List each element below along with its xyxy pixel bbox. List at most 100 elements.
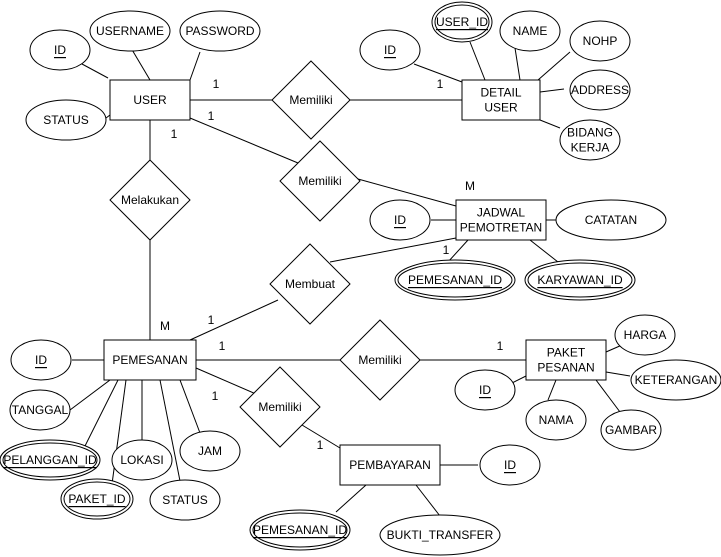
svg-text:PEMBAYARAN: PEMBAYARAN (349, 458, 431, 472)
attribute-user-id[interactable]: ID (29, 29, 91, 71)
label-line: USERNAME (96, 24, 164, 38)
cardinality-pemesanan-paket: 1 (219, 339, 226, 353)
attribute-paket-keterangan[interactable]: KETERANGAN (630, 359, 721, 401)
attribute-jadwal-id[interactable]: ID (369, 199, 431, 241)
svg-text:KARYAWAN_ID: KARYAWAN_ID (537, 273, 623, 287)
svg-text:Memiliki: Memiliki (289, 93, 332, 107)
cardinality-pemesanan-jadwal: 1 (208, 313, 215, 327)
relationship-memiliki-pembayaran[interactable]: Memiliki (239, 366, 321, 448)
attribute-jadwal-catatan[interactable]: CATATAN (555, 199, 667, 241)
entity-pembayaran[interactable]: PEMBAYARAN (339, 444, 441, 486)
label-line: USER (133, 93, 167, 107)
attribute-paket-harga[interactable]: HARGA (614, 314, 676, 356)
cardinality-paket-pemesanan: 1 (497, 339, 504, 353)
svg-text:ID: ID (384, 43, 396, 57)
label-line: BIDANG (567, 126, 613, 140)
svg-text:USER: USER (133, 93, 167, 107)
attribute-pembayaran-pemesanan-id[interactable]: PEMESANAN_ID (249, 509, 351, 551)
attribute-user-password[interactable]: PASSWORD (179, 10, 261, 52)
svg-text:ID: ID (394, 213, 406, 227)
label-line: ADDRESS (571, 83, 629, 97)
svg-text:TANGGAL: TANGGAL (12, 403, 69, 417)
svg-text:GAMBAR: GAMBAR (605, 423, 657, 437)
connector-lines (69, 41, 631, 517)
attribute-paket-gambar[interactable]: GAMBAR (600, 409, 662, 451)
attribute-pembayaran-bukti-transfer[interactable]: BUKTI_TRANSFER (379, 514, 501, 556)
entity-user[interactable]: USER (109, 79, 191, 121)
label-line: NAMA (539, 413, 574, 427)
label-line: NOHP (583, 34, 618, 48)
cardinality-labels: 1 1 1 1 M 1 1 M 1 1 1 1 (160, 77, 504, 452)
label-line: PEMBAYARAN (349, 458, 431, 472)
attribute-user-username[interactable]: USERNAME (89, 10, 171, 52)
attribute-pemesanan-id[interactable]: ID (10, 339, 72, 381)
relationship-memiliki-jadwal[interactable]: Memiliki (279, 140, 361, 222)
svg-text:CATATAN: CATATAN (585, 213, 637, 227)
svg-text:ID: ID (504, 458, 516, 472)
label-line: PAKET_ID (68, 492, 125, 506)
label-line: LOKASI (120, 453, 163, 467)
attribute-pemesanan-jam[interactable]: JAM (179, 430, 241, 472)
entity-pemesanan[interactable]: PEMESANAN (103, 339, 197, 381)
svg-text:STATUS: STATUS (162, 493, 208, 507)
attribute-detail-id[interactable]: ID (359, 29, 421, 71)
label-line: USER_ID (436, 15, 488, 29)
svg-text:PEMESANAN_ID: PEMESANAN_ID (408, 273, 502, 287)
svg-text:Memiliki: Memiliki (358, 353, 401, 367)
label-line: ID (504, 458, 516, 472)
relationship-memiliki-detail[interactable]: Memiliki (271, 60, 351, 140)
relationship-membuat[interactable]: Membuat (269, 243, 351, 325)
label-line: STATUS (162, 493, 208, 507)
attribute-detail-nohp[interactable]: NOHP (569, 20, 631, 62)
attribute-pemesanan-pelanggan-id[interactable]: PELANGGAN_ID (0, 439, 101, 481)
attribute-detail-address[interactable]: ADDRESS (569, 69, 631, 111)
cardinality-jadwal-pemesanan: 1 (443, 243, 450, 257)
label-line: PASSWORD (185, 24, 254, 38)
label-line: BUKTI_TRANSFER (387, 528, 494, 542)
svg-text:ID: ID (35, 353, 47, 367)
label-line: DETAIL (480, 86, 521, 100)
svg-text:Melakukan: Melakukan (121, 193, 179, 207)
cardinality-user-jadwal: 1 (208, 109, 215, 123)
label-line: ID (54, 43, 66, 57)
svg-text:NOHP: NOHP (583, 34, 618, 48)
cardinality-user-detail: 1 (213, 77, 220, 91)
svg-text:STATUS: STATUS (43, 113, 89, 127)
svg-text:ADDRESS: ADDRESS (571, 83, 629, 97)
attribute-detail-name[interactable]: NAME (499, 10, 561, 52)
label-line: CATATAN (585, 213, 637, 227)
cardinality-pembayaran-pemesanan: 1 (317, 438, 324, 452)
label-line: GAMBAR (605, 423, 657, 437)
label-line: ID (479, 383, 491, 397)
cardinality-detail-user: 1 (437, 77, 444, 91)
label-line: ID (35, 353, 47, 367)
attribute-pemesanan-tanggal[interactable]: TANGGAL (9, 389, 71, 431)
cardinality-pemesanan-pembayaran: 1 (212, 389, 219, 403)
relationship-melakukan[interactable]: Melakukan (109, 159, 191, 241)
attribute-pemesanan-paket-id[interactable]: PAKET_ID (60, 478, 134, 520)
relationship-memiliki-paket[interactable]: Memiliki (339, 319, 421, 401)
attribute-user-status[interactable]: STATUS (25, 99, 107, 141)
attribute-pemesanan-status[interactable]: STATUS (149, 479, 221, 521)
svg-text:USER_ID: USER_ID (436, 15, 488, 29)
attribute-detail-user-id[interactable]: USER_ID (431, 1, 493, 43)
attribute-jadwal-pemesanan-id[interactable]: PEMESANAN_ID (394, 259, 516, 301)
attribute-pembayaran-id[interactable]: ID (479, 444, 541, 486)
label-line: KERJA (571, 141, 610, 155)
attribute-paket-nama[interactable]: NAMA (525, 399, 587, 441)
attribute-pemesanan-lokasi[interactable]: LOKASI (111, 439, 173, 481)
attribute-paket-id[interactable]: ID (454, 369, 516, 411)
attribute-jadwal-karyawan-id[interactable]: KARYAWAN_ID (524, 259, 636, 301)
label-line: PAKET (547, 346, 586, 360)
label-line: ID (394, 213, 406, 227)
label-line: TANGGAL (12, 403, 69, 417)
